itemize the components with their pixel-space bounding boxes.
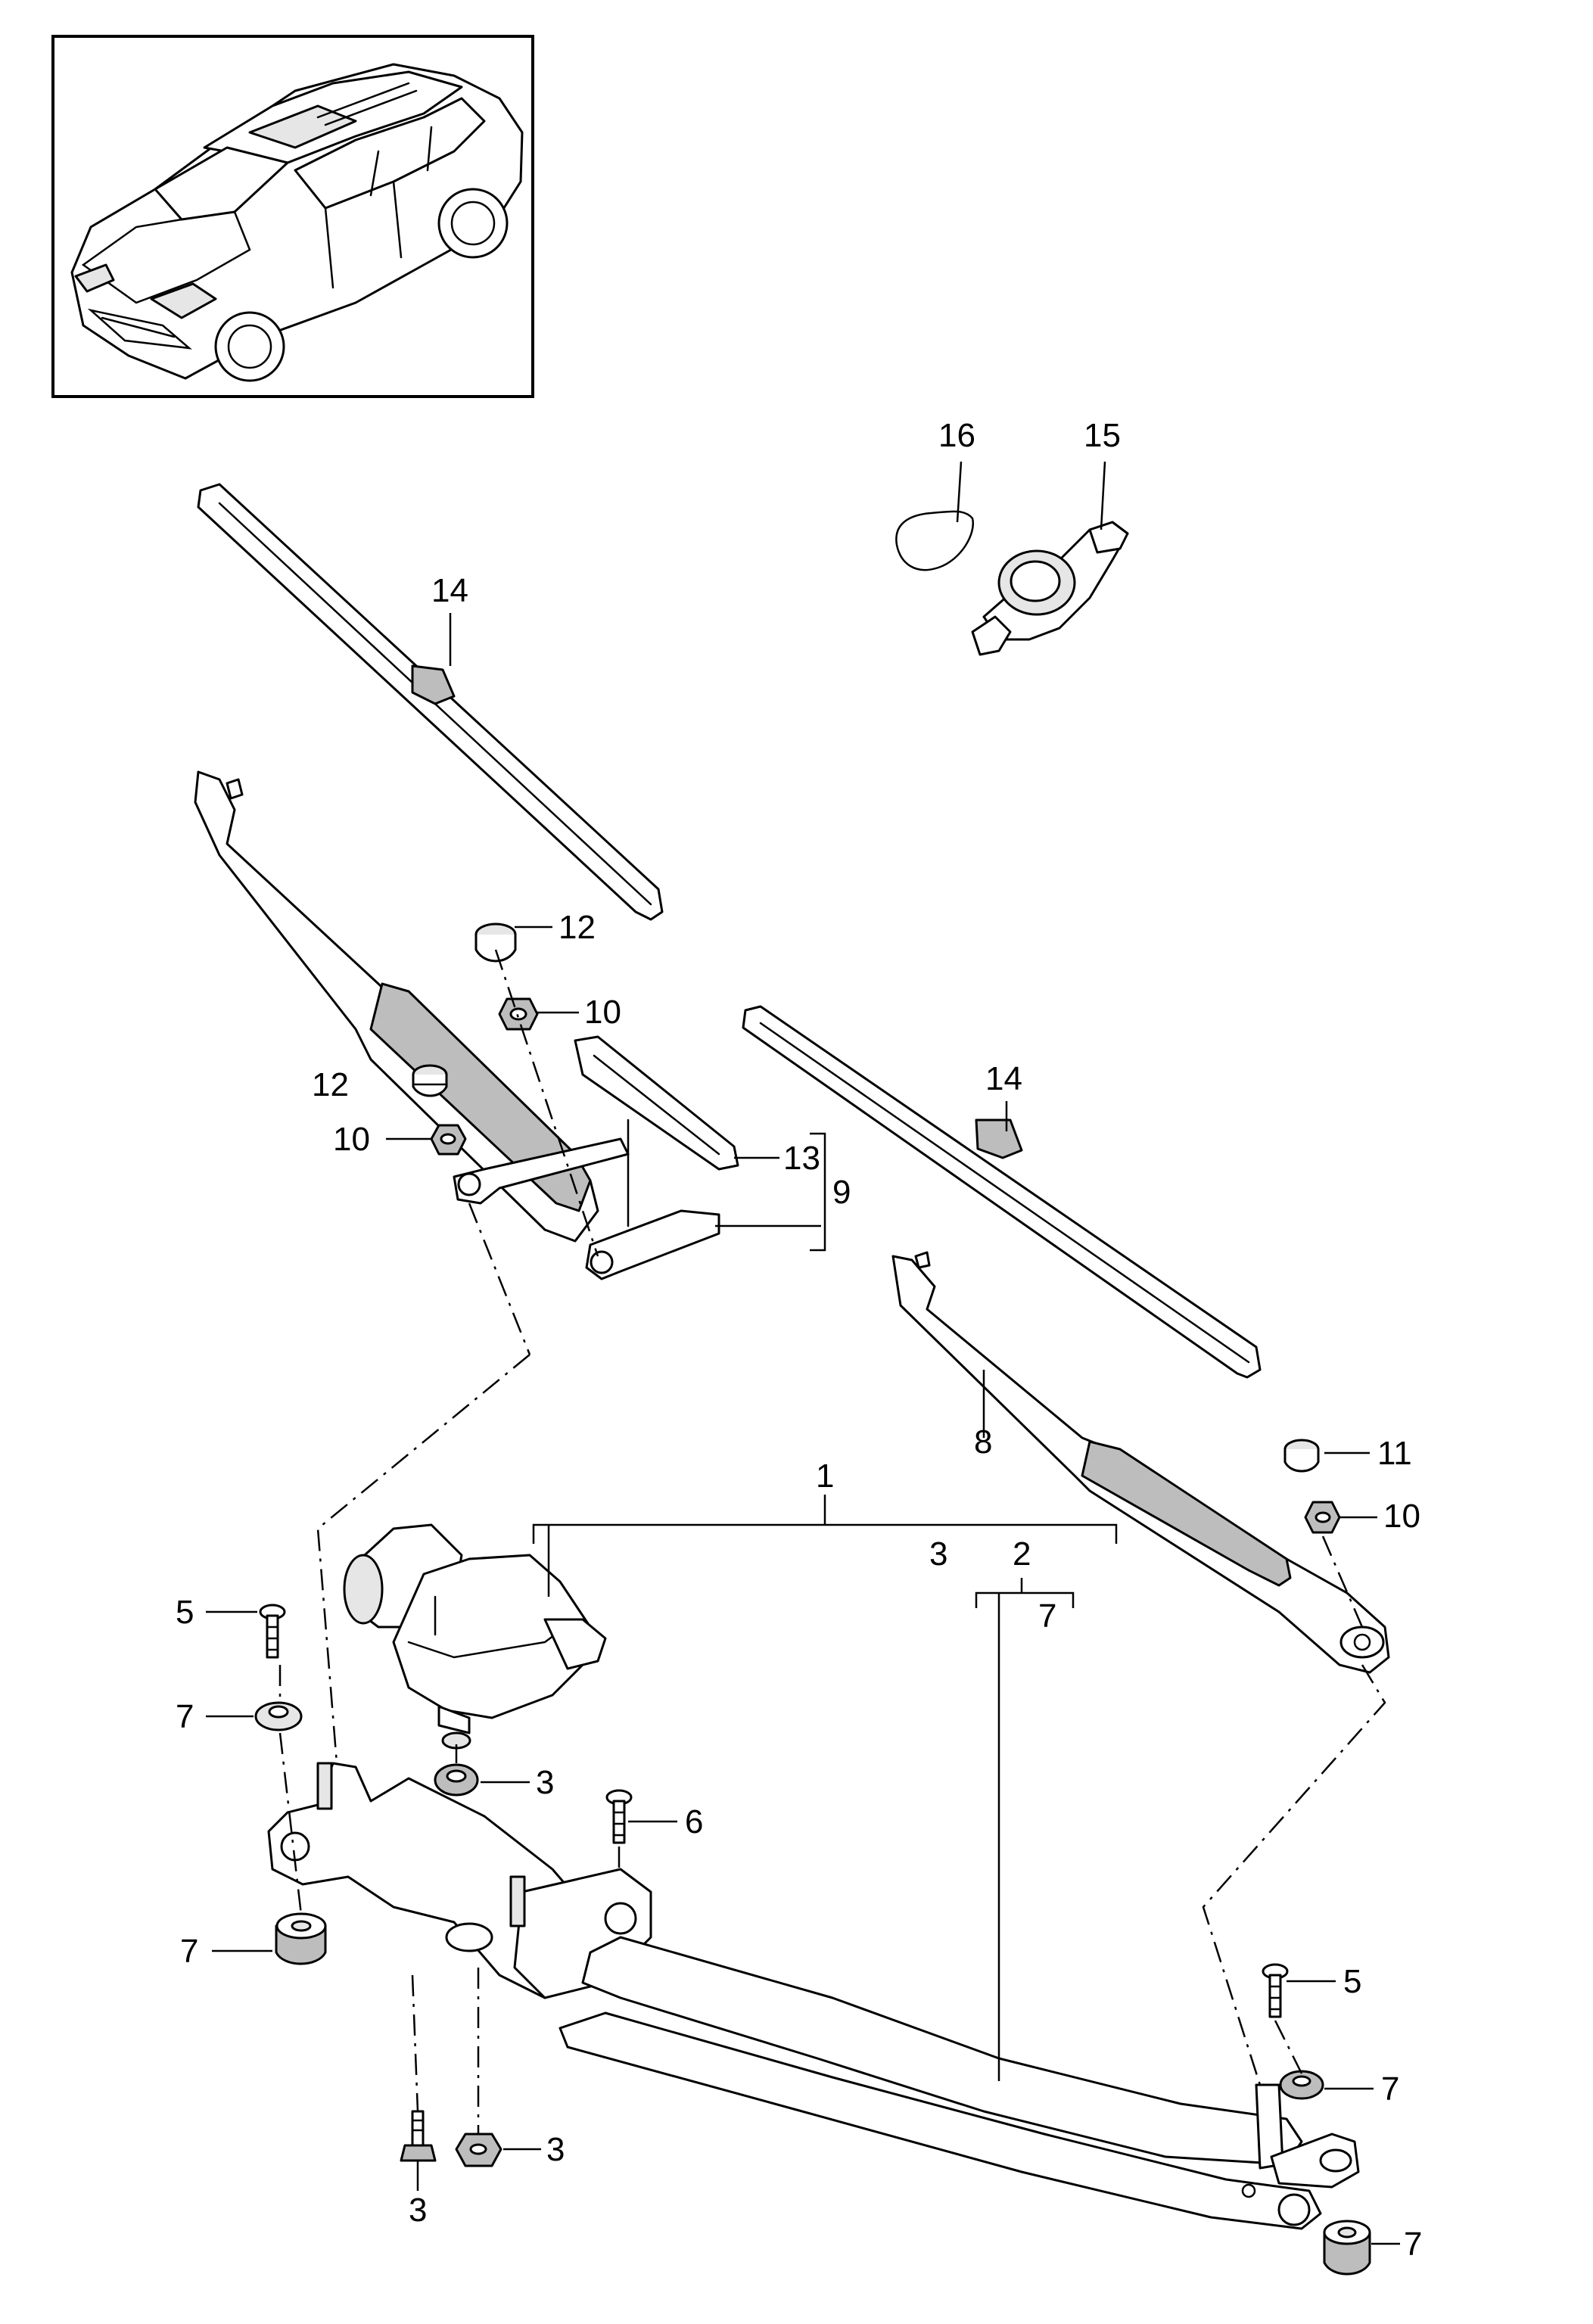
- cap-12-upper: [474, 922, 517, 963]
- callout-16: 16: [938, 417, 975, 454]
- callout-7-bracket: 7: [1038, 1598, 1056, 1635]
- wiper-arm-left: [194, 770, 599, 1243]
- grommet-7-left-bottom: [275, 1912, 327, 1965]
- bolt-6: [605, 1789, 633, 1844]
- callout-5-right: 5: [1343, 1963, 1361, 2000]
- wiper-frame: [267, 1762, 1360, 2230]
- vehicle-thumbnail: [51, 35, 534, 398]
- bolt-3-bottom: [400, 2110, 437, 2162]
- suv-thumbnail-icon: [70, 63, 524, 382]
- bolt-5-right: [1262, 1963, 1289, 2018]
- cap-12-lower: [412, 1064, 448, 1097]
- callout-labels: 16 15 14 12 10 14 12 10 13 9 8 11 1 10 3…: [176, 417, 1422, 2263]
- nut-10-right: [1304, 1501, 1341, 1534]
- callout-14-right: 14: [985, 1060, 1022, 1097]
- callout-6: 6: [685, 1803, 703, 1840]
- leader-lines: [206, 461, 1400, 2245]
- callout-3-bottom-left: 3: [409, 2192, 427, 2229]
- callout-10-lower: 10: [333, 1121, 370, 1158]
- nut-3-bottom: [455, 2133, 502, 2167]
- callout-11: 11: [1377, 1435, 1412, 1472]
- callout-7-right-top: 7: [1381, 2070, 1399, 2108]
- arm-cover-13: [574, 1035, 739, 1171]
- callout-13: 13: [783, 1140, 820, 1177]
- callout-12-lower: 12: [312, 1066, 349, 1103]
- callout-7-left-bottom: 7: [180, 1933, 198, 1970]
- washer-7-right-top: [1279, 2070, 1324, 2100]
- callout-10-upper: 10: [584, 994, 621, 1031]
- nut-10-upper: [498, 997, 539, 1031]
- wiper-motor: [343, 1523, 607, 1750]
- callout-5-left: 5: [176, 1594, 194, 1631]
- callout-2: 2: [1013, 1535, 1031, 1573]
- callout-14-left: 14: [431, 572, 468, 609]
- cap-11: [1283, 1439, 1320, 1473]
- callout-12-upper: 12: [558, 909, 596, 946]
- bolt-5-left: [259, 1604, 286, 1659]
- callout-15: 15: [1084, 417, 1121, 454]
- wiper-blade-right: [742, 1005, 1262, 1379]
- gel-pad-icon: [895, 510, 975, 571]
- alignment-lines: [278, 949, 1386, 2134]
- callout-10-right: 10: [1383, 1498, 1420, 1535]
- linkage-lever-9: [453, 1118, 720, 1280]
- callout-7-left-top: 7: [176, 1698, 194, 1735]
- callout-9: 9: [832, 1174, 851, 1211]
- rain-sensor-icon: [971, 521, 1129, 656]
- callout-3-motor: 3: [536, 1764, 554, 1801]
- grommet-3-motor: [434, 1763, 479, 1797]
- wiper-blade-left: [197, 483, 664, 921]
- callout-1: 1: [816, 1458, 834, 1495]
- washer-7-left-top: [254, 1701, 303, 1731]
- grommet-7-right-bottom: [1323, 2220, 1371, 2276]
- nut-10-lower: [430, 1124, 467, 1156]
- callout-7-right-bottom: 7: [1404, 2226, 1422, 2263]
- wiper-arm-right: [891, 1251, 1390, 1674]
- callout-8: 8: [974, 1423, 992, 1461]
- callout-3-nut: 3: [546, 2131, 565, 2168]
- callout-3-bracket: 3: [929, 1535, 947, 1573]
